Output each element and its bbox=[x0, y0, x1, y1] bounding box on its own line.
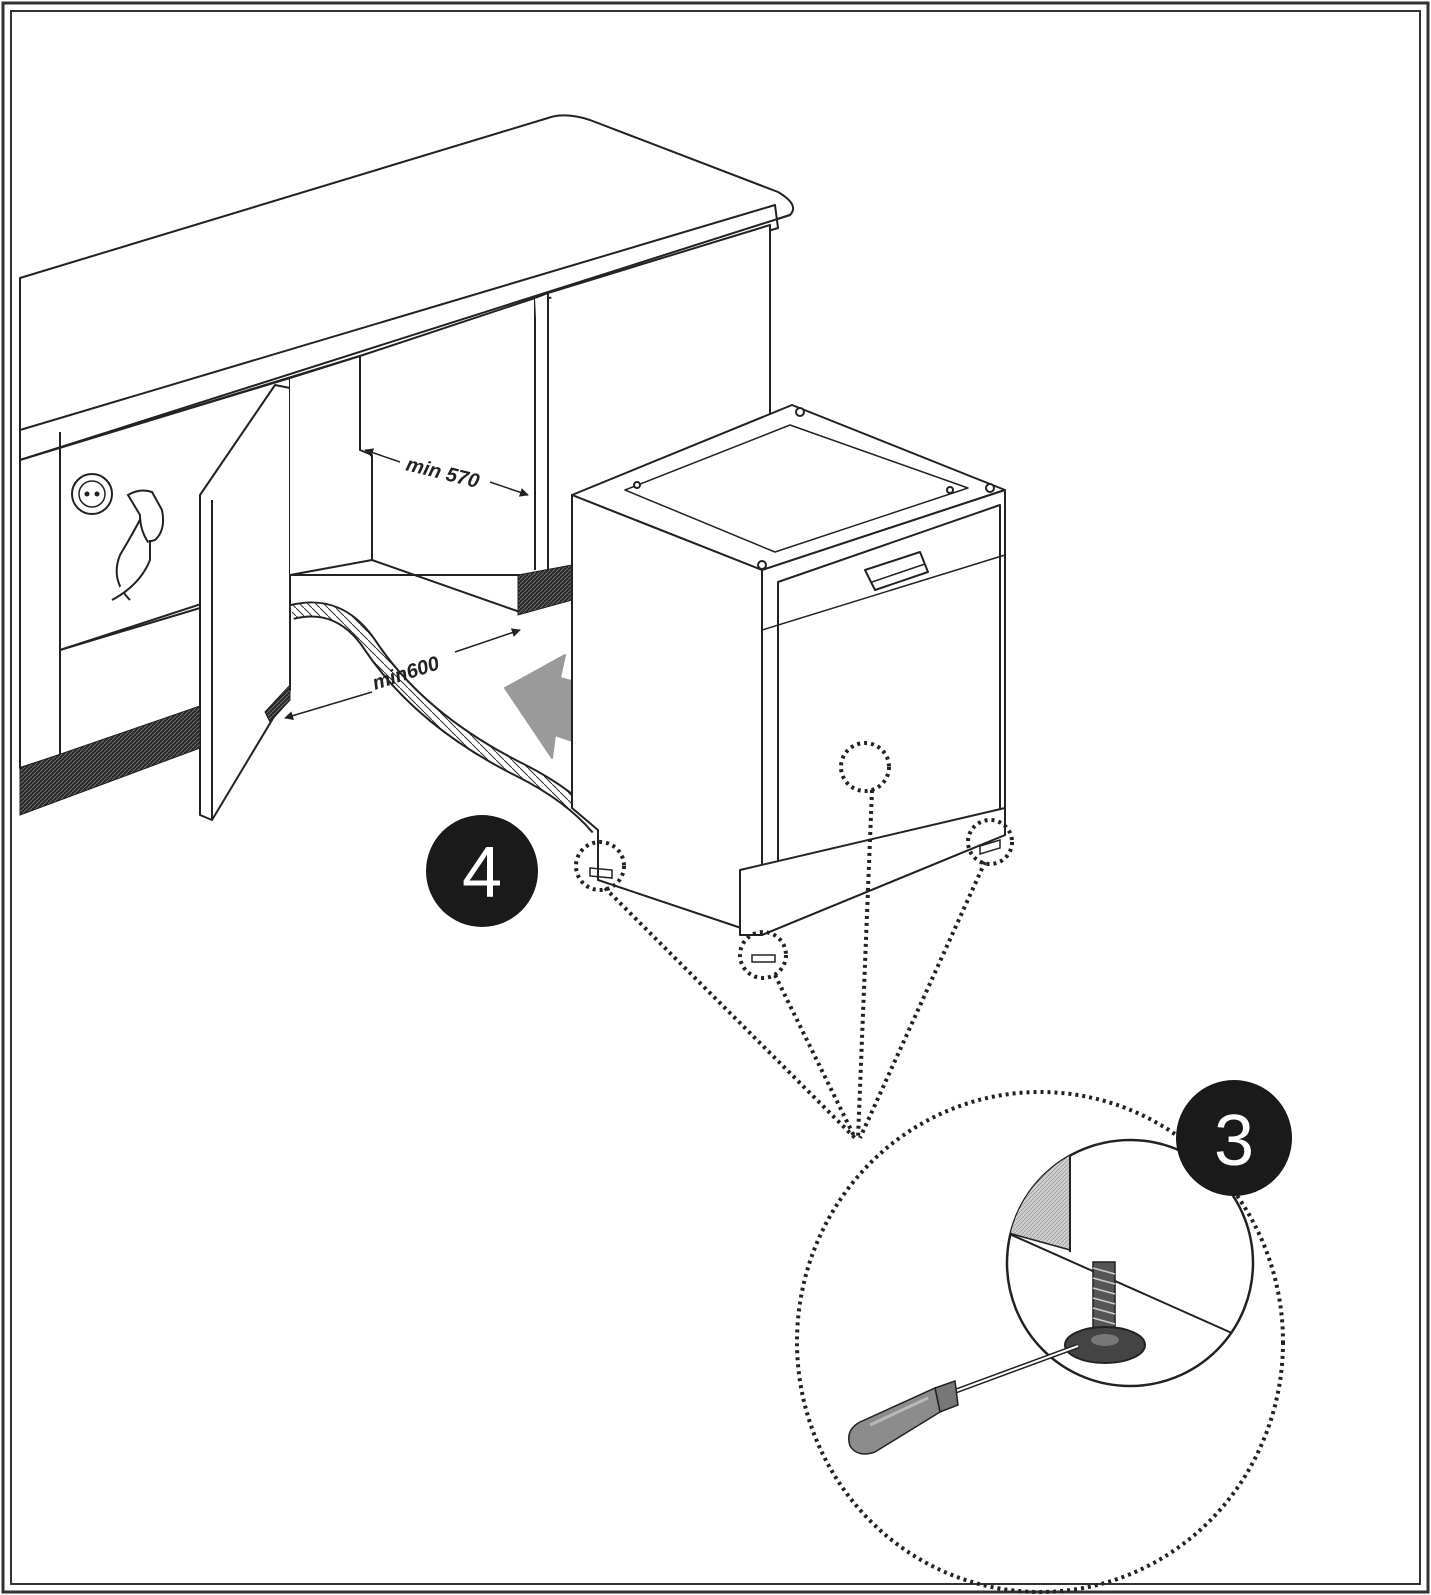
drain-hose bbox=[290, 601, 605, 834]
front-left-foot-callout bbox=[574, 840, 626, 892]
rear-right-foot-callout bbox=[966, 818, 1014, 866]
step-four-number: 4 bbox=[462, 833, 502, 913]
step-four-badge: 4 bbox=[426, 815, 538, 927]
rear-adjust-screw-callout bbox=[839, 741, 891, 793]
front-right-foot-callout bbox=[738, 930, 788, 980]
step-three-badge: 3 bbox=[1176, 1080, 1292, 1196]
plug-icon bbox=[111, 489, 165, 601]
leveling-feet-callouts bbox=[574, 741, 1014, 1140]
foot-markers bbox=[589, 838, 1001, 963]
width-dimension: min600 bbox=[284, 628, 521, 720]
dishwasher-niche bbox=[289, 224, 771, 613]
screwdriver-icon bbox=[848, 1343, 1079, 1455]
power-socket-icon bbox=[71, 473, 113, 515]
step-three-number: 3 bbox=[1214, 1101, 1254, 1181]
countertop bbox=[19, 114, 794, 461]
plinth bbox=[19, 564, 573, 816]
dishwasher bbox=[571, 404, 1006, 936]
